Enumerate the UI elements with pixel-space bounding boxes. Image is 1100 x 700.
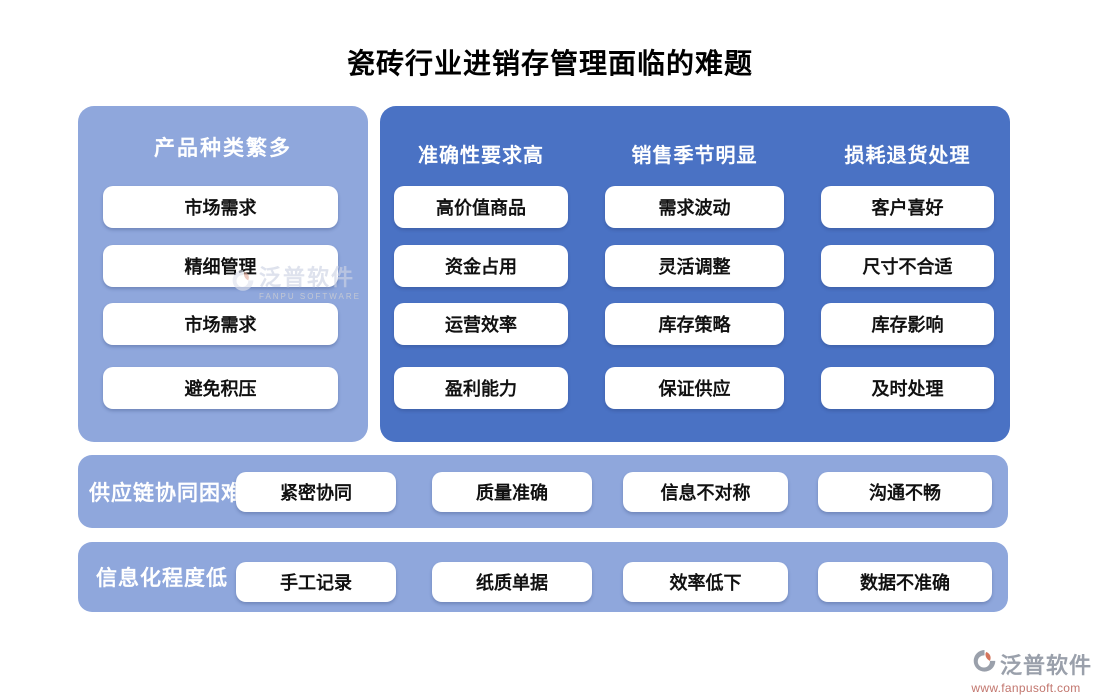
- challenge-item: 盈利能力: [394, 367, 568, 409]
- challenge-item: 库存策略: [605, 303, 784, 345]
- panel-product-variety: 产品种类繁多 市场需求 精细管理 市场需求 避免积压 泛普软件 FANPU SO…: [78, 106, 368, 442]
- challenge-item: 纸质单据: [432, 562, 592, 602]
- column-accuracy: 准确性要求高 高价值商品 资金占用 运营效率 盈利能力: [394, 106, 568, 442]
- footer-brand-name: 泛普软件: [999, 653, 1092, 678]
- challenge-item: 信息不对称: [623, 472, 788, 512]
- footer-brand: 泛普软件 www.fanpusoft.com: [960, 648, 1092, 695]
- band-informatization-header: 信息化程度低: [96, 567, 228, 590]
- challenge-item: 精细管理: [103, 245, 338, 287]
- challenge-item: 灵活调整: [605, 245, 784, 287]
- column-seasonality: 销售季节明显 需求波动 灵活调整 库存策略 保证供应: [605, 106, 784, 442]
- challenge-item: 紧密协同: [236, 472, 396, 512]
- band-supply-chain-header: 供应链协同困难: [89, 481, 243, 505]
- challenge-item: 高价值商品: [394, 186, 568, 228]
- challenge-item: 沟通不畅: [818, 472, 992, 512]
- page-title: 瓷砖行业进销存管理面临的难题: [346, 48, 753, 79]
- footer-brand-url: www.fanpusoft.com: [971, 681, 1081, 695]
- challenge-item: 质量准确: [432, 472, 592, 512]
- column-accuracy-header: 准确性要求高: [418, 145, 544, 167]
- challenge-item: 库存影响: [821, 303, 994, 345]
- challenge-item: 需求波动: [605, 186, 784, 228]
- fanpu-logo-icon: [971, 648, 998, 680]
- challenge-item: 及时处理: [821, 367, 994, 409]
- footer-brand-row: 泛普软件: [960, 648, 1092, 680]
- band-supply-chain: 供应链协同困难 紧密协同 质量准确 信息不对称 沟通不畅: [78, 455, 1008, 528]
- challenge-item: 保证供应: [605, 367, 784, 409]
- panel-main-challenges: 准确性要求高 高价值商品 资金占用 运营效率 盈利能力 销售季节明显 需求波动 …: [380, 106, 1010, 442]
- band-informatization: 信息化程度低 手工记录 纸质单据 效率低下 数据不准确: [78, 542, 1008, 612]
- panel-product-variety-header: 产品种类繁多: [154, 137, 292, 160]
- challenge-item: 运营效率: [394, 303, 568, 345]
- column-returns: 损耗退货处理 客户喜好 尺寸不合适 库存影响 及时处理: [821, 106, 994, 442]
- column-seasonality-header: 销售季节明显: [631, 145, 758, 167]
- challenge-item: 客户喜好: [821, 186, 994, 228]
- challenge-item: 市场需求: [103, 186, 338, 228]
- challenge-item: 市场需求: [103, 303, 338, 345]
- challenge-item: 尺寸不合适: [821, 245, 994, 287]
- challenge-item: 资金占用: [394, 245, 568, 287]
- challenge-item: 避免积压: [103, 367, 338, 409]
- column-returns-header: 损耗退货处理: [844, 145, 971, 167]
- challenge-item: 效率低下: [623, 562, 788, 602]
- challenge-item: 数据不准确: [818, 562, 992, 602]
- challenge-item: 手工记录: [236, 562, 396, 602]
- watermark-subtitle-text: FANPU SOFTWARE: [259, 292, 361, 301]
